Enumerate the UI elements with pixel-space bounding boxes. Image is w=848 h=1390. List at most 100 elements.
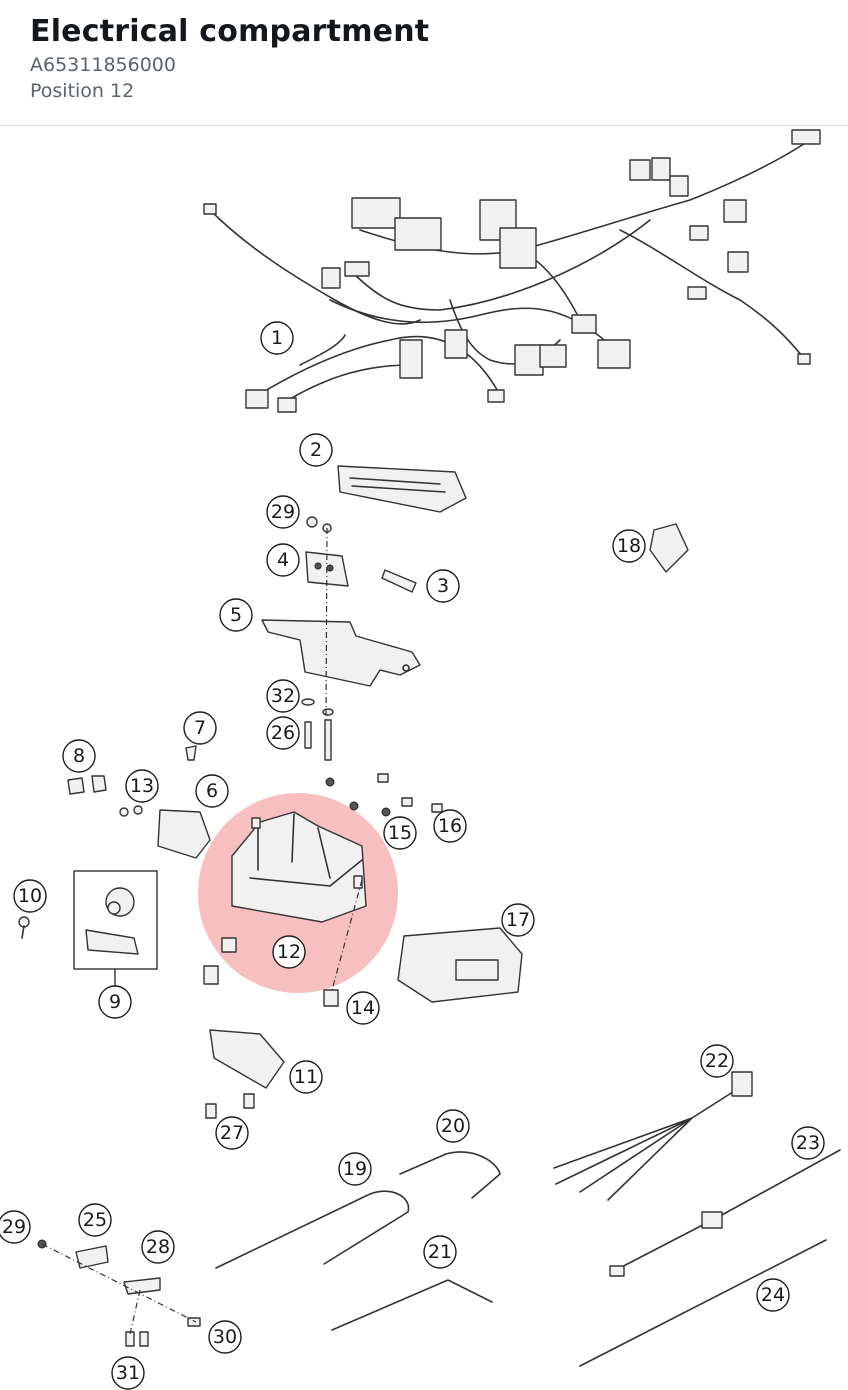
svg-text:17: 17 (506, 909, 530, 931)
callout-11[interactable]: 11 (289, 1060, 323, 1094)
svg-text:16: 16 (438, 815, 462, 837)
callout-5[interactable]: 5 (219, 598, 253, 632)
part-3-fuse[interactable] (381, 569, 417, 593)
callout-27[interactable]: 27 (215, 1116, 249, 1150)
callout-18[interactable]: 18 (612, 529, 646, 563)
svg-text:5: 5 (230, 604, 242, 626)
part-30-screw[interactable] (187, 1317, 201, 1327)
svg-text:10: 10 (18, 885, 42, 907)
svg-text:24: 24 (761, 1284, 785, 1306)
svg-text:7: 7 (194, 717, 206, 739)
callout-4[interactable]: 4 (266, 543, 300, 577)
callout-9[interactable]: 9 (98, 985, 132, 1019)
part-13-screws[interactable] (119, 805, 143, 817)
svg-text:1: 1 (271, 327, 283, 349)
callout-24[interactable]: 24 (756, 1278, 790, 1312)
part-12-battery-holder[interactable] (231, 811, 367, 923)
svg-text:25: 25 (83, 1209, 107, 1231)
part-2-control-unit[interactable] (337, 465, 467, 513)
part-18-cover[interactable] (649, 523, 689, 573)
callout-25[interactable]: 25 (78, 1203, 112, 1237)
callout-8[interactable]: 8 (62, 739, 96, 773)
svg-text:4: 4 (277, 549, 289, 571)
svg-text:6: 6 (206, 780, 218, 802)
part-17-battery[interactable] (397, 927, 523, 1003)
svg-text:20: 20 (441, 1115, 465, 1137)
svg-text:21: 21 (428, 1241, 452, 1263)
svg-text:29: 29 (2, 1216, 26, 1238)
position-label: Position 12 (30, 80, 135, 102)
callout-1[interactable]: 1 (260, 321, 294, 355)
callout-17[interactable]: 17 (501, 903, 535, 937)
svg-text:27: 27 (220, 1122, 244, 1144)
part-23-cable[interactable] (609, 1149, 841, 1277)
part-7-clip[interactable] (185, 745, 197, 761)
part-19-line[interactable] (215, 1190, 410, 1269)
callout-29-upper[interactable]: 29 (266, 495, 300, 529)
part-8-clips[interactable] (67, 775, 107, 795)
part-32-washer[interactable] (301, 698, 334, 716)
part-20-line[interactable] (399, 1151, 501, 1199)
callout-20[interactable]: 20 (436, 1109, 470, 1143)
part-9-kit[interactable] (73, 870, 158, 990)
part-15-nuts[interactable] (325, 777, 391, 817)
callout-10[interactable]: 10 (13, 879, 47, 913)
part-22-adapter-cable[interactable] (553, 1071, 753, 1201)
callout-16[interactable]: 16 (433, 809, 467, 843)
svg-text:14: 14 (351, 997, 375, 1019)
callout-12[interactable]: 12 (272, 935, 306, 969)
callout-23[interactable]: 23 (791, 1126, 825, 1160)
callout-31[interactable]: 31 (111, 1356, 145, 1390)
svg-text:29: 29 (271, 501, 295, 523)
svg-text:23: 23 (796, 1132, 820, 1154)
callout-32[interactable]: 32 (266, 679, 300, 713)
part-14-rubber-mounts[interactable] (203, 937, 339, 1007)
part-1-wiring-harness[interactable] (203, 129, 821, 413)
part-5-bracket[interactable] (261, 619, 421, 687)
svg-text:11: 11 (294, 1066, 318, 1088)
svg-text:3: 3 (437, 575, 449, 597)
svg-text:30: 30 (213, 1326, 237, 1348)
part-25-bracket[interactable] (75, 1245, 109, 1269)
part-26-screw[interactable] (304, 719, 332, 761)
callout-28[interactable]: 28 (141, 1230, 175, 1264)
svg-text:8: 8 (73, 745, 85, 767)
svg-text:32: 32 (271, 685, 295, 707)
callout-30[interactable]: 30 (208, 1320, 242, 1354)
part-31-screws[interactable] (125, 1331, 149, 1347)
svg-text:19: 19 (343, 1158, 367, 1180)
part-24-cable[interactable] (579, 1239, 827, 1367)
svg-text:13: 13 (130, 775, 154, 797)
callout-13[interactable]: 13 (125, 769, 159, 803)
part-21-line[interactable] (331, 1279, 493, 1331)
svg-text:15: 15 (388, 822, 412, 844)
svg-text:31: 31 (116, 1362, 140, 1384)
callout-3[interactable]: 3 (426, 569, 460, 603)
callout-29-lower[interactable]: 29 (0, 1210, 31, 1244)
part-number: A65311856000 (30, 54, 176, 76)
svg-text:18: 18 (617, 535, 641, 557)
page-header: Electrical compartment A65311856000 Posi… (0, 0, 848, 126)
part-28-bracket[interactable] (123, 1277, 161, 1295)
callout-14[interactable]: 14 (346, 991, 380, 1025)
part-16-screws[interactable] (377, 773, 443, 813)
page-title: Electrical compartment (30, 14, 430, 49)
callout-19[interactable]: 19 (338, 1152, 372, 1186)
callout-6[interactable]: 6 (195, 774, 229, 808)
part-6-relay-housing[interactable] (157, 809, 211, 859)
svg-text:9: 9 (109, 991, 121, 1013)
svg-text:2: 2 (310, 439, 322, 461)
callout-7[interactable]: 7 (183, 711, 217, 745)
callouts: 1 2 3 4 5 6 7 8 9 10 11 12 13 14 15 16 1… (0, 321, 825, 1390)
callout-26[interactable]: 26 (266, 716, 300, 750)
callout-15[interactable]: 15 (383, 816, 417, 850)
callout-22[interactable]: 22 (700, 1044, 734, 1078)
svg-text:22: 22 (705, 1050, 729, 1072)
part-27-screws[interactable] (205, 1093, 255, 1119)
part-10-screw[interactable] (18, 916, 30, 939)
assembly-axes (41, 527, 363, 1335)
part-11-sensor-housing[interactable] (209, 1029, 285, 1089)
callout-21[interactable]: 21 (423, 1235, 457, 1269)
callout-2[interactable]: 2 (299, 433, 333, 467)
